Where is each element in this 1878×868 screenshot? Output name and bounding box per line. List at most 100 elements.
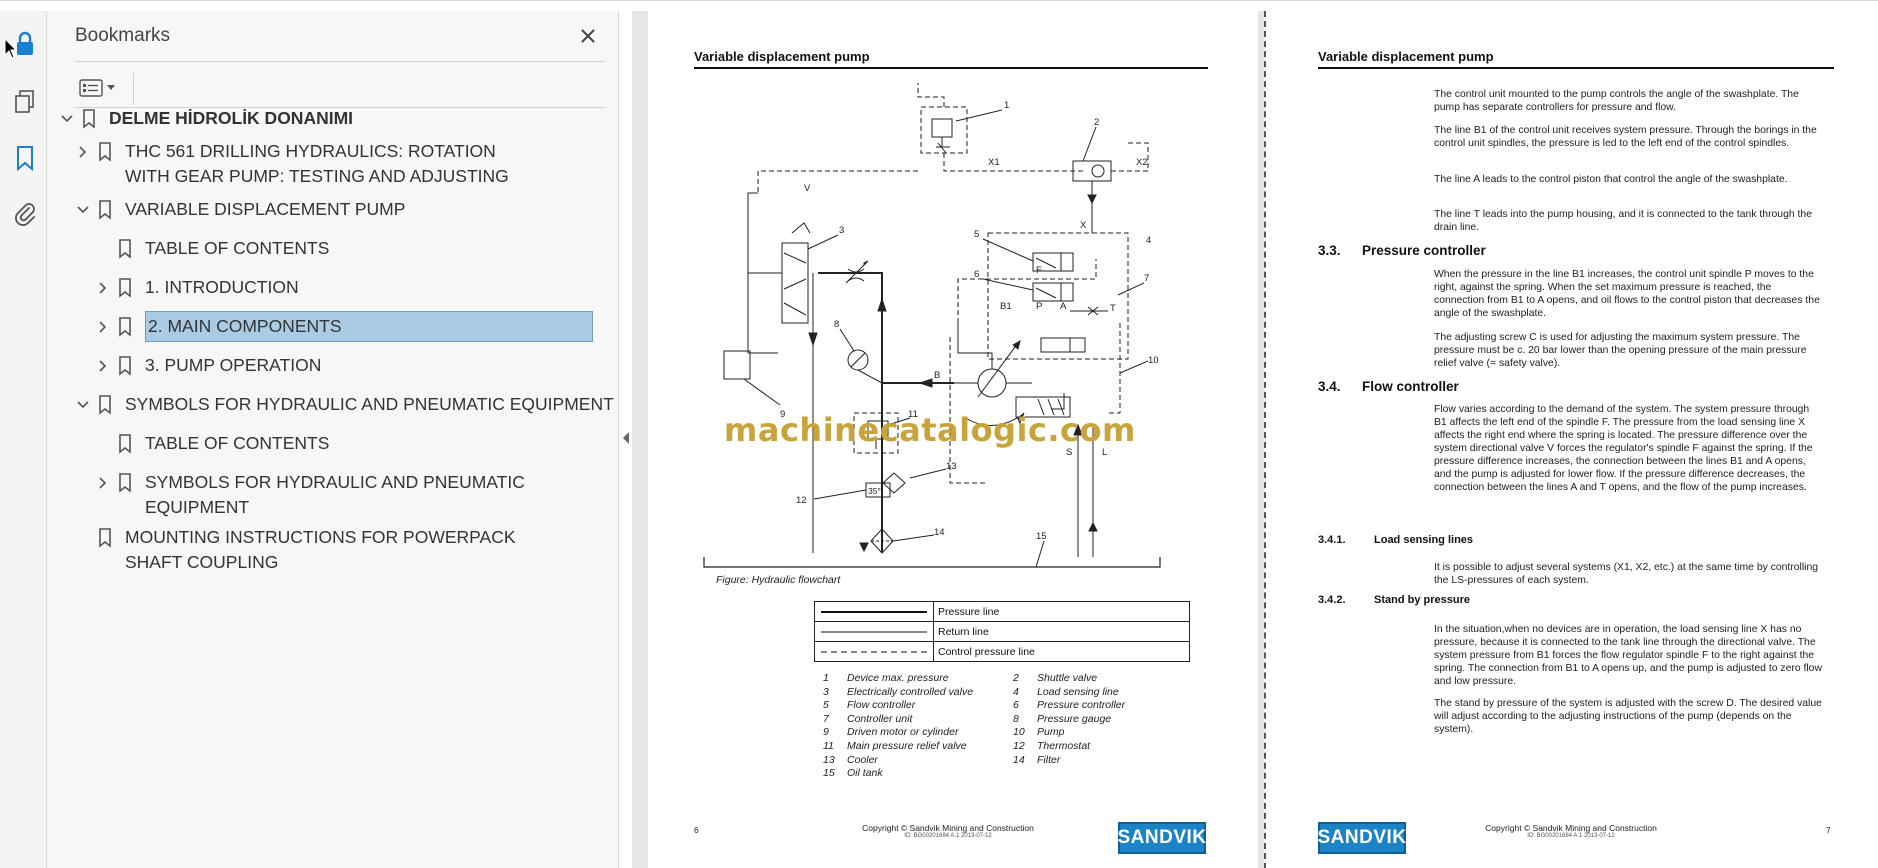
close-icon [581, 29, 595, 43]
paragraph: It is possible to adjust several systems… [1434, 562, 1819, 586]
diagram-label: S [1066, 447, 1072, 458]
header-rule [694, 67, 1208, 69]
bookmark-label: DELME HİDROLİK DONANIMI [109, 108, 354, 128]
bookmark-item[interactable]: MOUNTING INSTRUCTIONS FOR POWERPACK SHAF… [73, 525, 573, 575]
chevron-down-icon[interactable] [73, 197, 93, 222]
bookmark-options-button[interactable] [75, 74, 123, 102]
bookmark-label: TABLE OF CONTENTS [145, 238, 330, 258]
mouse-cursor-icon [4, 38, 18, 59]
bookmark-label: 2. MAIN COMPONENTS [145, 311, 593, 342]
paragraph: In the situation,when no devices are in … [1434, 624, 1822, 687]
diagram-label: 10 [1148, 355, 1159, 366]
chevron-down-icon[interactable] [73, 392, 93, 417]
bookmark-item[interactable]: 1. INTRODUCTION [93, 275, 573, 300]
diagram-label: T [1110, 303, 1116, 314]
hydraulic-flowchart: 1 2 3 4 5 6 7 8 9 10 11 12 13 14 15 V X1 [703, 83, 1161, 568]
bookmarks-icon[interactable] [8, 141, 42, 175]
page-number: 6 [694, 825, 699, 835]
bookmark-item[interactable]: SYMBOLS FOR HYDRAULIC AND PNEUMATIC EQUI… [93, 470, 573, 520]
component-name: Driven motor or cylinder [847, 726, 959, 739]
attachments-icon[interactable] [8, 197, 42, 231]
bookmark-item[interactable]: DELME HİDROLİK DONANIMI [57, 106, 597, 131]
bookmark-icon [115, 275, 135, 300]
chevron-down-icon[interactable] [57, 106, 77, 131]
bookmark-icon [115, 431, 135, 456]
chevron-right-icon[interactable] [93, 275, 113, 300]
component-name: Load sensing line [1037, 685, 1119, 698]
line-legend-table: Pressure line Return line Control pressu… [814, 601, 1190, 662]
chevron-right-icon[interactable] [93, 353, 113, 378]
diagram-label: P [1036, 301, 1042, 312]
bookmark-item[interactable]: TABLE OF CONTENTS [93, 236, 573, 261]
component-item: 8 Pressure gauge [1013, 713, 1111, 725]
close-panel-button[interactable] [575, 23, 601, 49]
dropdown-arrow-icon [107, 85, 115, 90]
legend-label: Return line [933, 621, 1190, 642]
bookmark-label: 1. INTRODUCTION [145, 277, 299, 297]
page-thumbnails-icon[interactable] [8, 85, 42, 119]
diagram-label: X [1080, 220, 1087, 231]
diagram-label: 15 [1036, 531, 1047, 542]
security-lock-icon[interactable] [8, 27, 42, 61]
bookmark-item[interactable]: THC 561 DRILLING HYDRAULICS: ROTATION WI… [73, 139, 573, 189]
component-name: Controller unit [847, 712, 913, 725]
component-name: Pressure gauge [1037, 712, 1112, 725]
diagram-label: 8 [834, 319, 839, 330]
bookmark-icon [95, 525, 115, 550]
component-item: 7 Controller unit [823, 713, 912, 725]
bookmark-label: VARIABLE DISPLACEMENT PUMP [125, 199, 406, 219]
collapse-panel-handle[interactable] [621, 429, 631, 447]
bookmark-item[interactable]: 3. PUMP OPERATION [93, 353, 573, 378]
diagram-label: B1 [1000, 301, 1012, 312]
document-id: ID: BG00201684 A.1 2013-07-12 [1527, 833, 1615, 839]
diagram-label: X1 [988, 157, 1000, 168]
sandvik-logo: SANDVIK [1118, 822, 1206, 854]
paragraph: The stand by pressure of the system is a… [1434, 698, 1822, 735]
component-name: Pressure controller [1037, 699, 1126, 712]
legend-row: Return line [814, 621, 1190, 642]
bookmark-item[interactable]: SYMBOLS FOR HYDRAULIC AND PNEUMATIC EQUI… [73, 392, 614, 417]
bookmark-item[interactable]: TABLE OF CONTENTS [93, 431, 573, 456]
diagram-label: 9 [780, 409, 785, 420]
component-name: Electrically controlled valve [847, 685, 974, 698]
component-number: 11 [823, 740, 834, 752]
component-number: 4 [1013, 685, 1019, 698]
subsection-heading: 3.4.1.Load sensing lines [1318, 534, 1474, 546]
chevron-right-icon[interactable] [73, 139, 93, 164]
bookmark-item-selected[interactable]: 2. MAIN COMPONENTS [93, 311, 613, 342]
bookmark-icon [95, 139, 115, 164]
bookmark-label: SYMBOLS FOR HYDRAULIC AND PNEUMATIC EQUI… [125, 394, 614, 414]
component-number: 7 [823, 712, 829, 725]
panel-title: Bookmarks [75, 25, 171, 46]
sandvik-logo: SANDVIK [1318, 822, 1406, 854]
paragraph: The line B1 of the control unit receives… [1434, 125, 1817, 149]
bookmark-item[interactable]: VARIABLE DISPLACEMENT PUMP [73, 197, 573, 222]
component-number: 2 [1013, 672, 1019, 684]
component-number: 8 [1013, 712, 1019, 725]
legend-row: Control pressure line [814, 641, 1190, 662]
diagram-label: A [1060, 301, 1067, 312]
diagram-label: 12 [796, 495, 807, 506]
diagram-label: 14 [934, 527, 945, 538]
document-view[interactable]: Variable displacement pump [632, 11, 1878, 868]
component-name: Thermostat [1037, 740, 1091, 752]
diagram-label: F [1036, 265, 1042, 276]
divider [75, 107, 605, 108]
divider [133, 73, 134, 105]
section-heading: 3.4.Flow controller [1318, 379, 1459, 394]
side-toolbar [0, 11, 47, 868]
component-name: Filter [1037, 753, 1061, 766]
page-7: Variable displacement pump The control u… [1264, 11, 1878, 868]
paragraph: The adjusting screw C is used for adjust… [1434, 332, 1807, 369]
diagram-label: 11 [908, 409, 918, 420]
chevron-right-icon[interactable] [93, 314, 113, 339]
diagram-label: 1 [1004, 100, 1009, 111]
chevron-right-icon[interactable] [93, 470, 113, 495]
component-number: 9 [823, 726, 829, 739]
